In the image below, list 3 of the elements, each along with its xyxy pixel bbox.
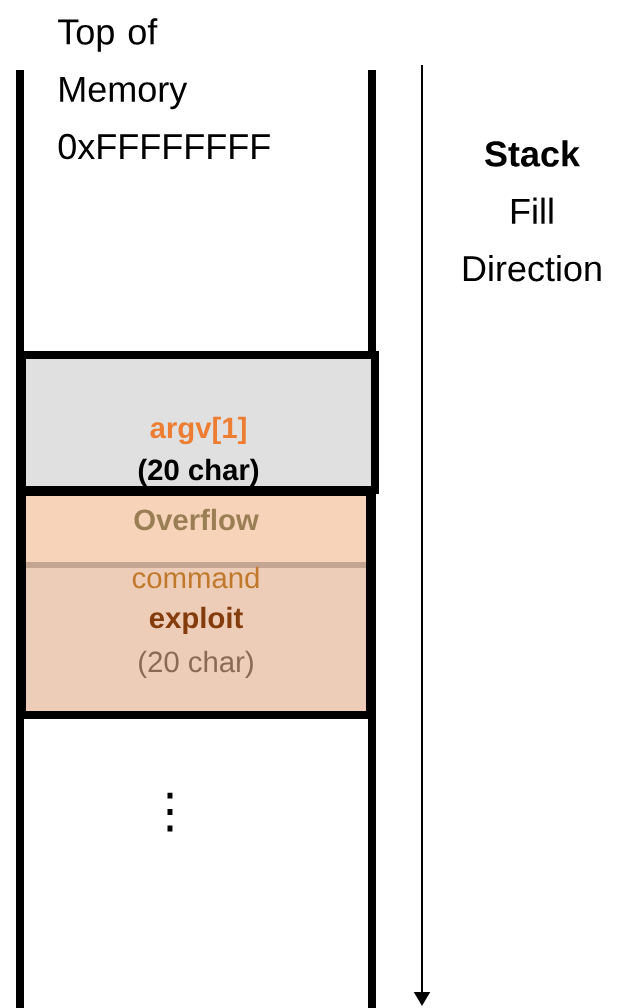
top-label: Top of Memory 0xFFFFFFFF <box>58 18 270 160</box>
direction-label: Stack Fill Direction <box>463 140 601 282</box>
vertical-ellipsis: ⋮ <box>167 792 173 832</box>
